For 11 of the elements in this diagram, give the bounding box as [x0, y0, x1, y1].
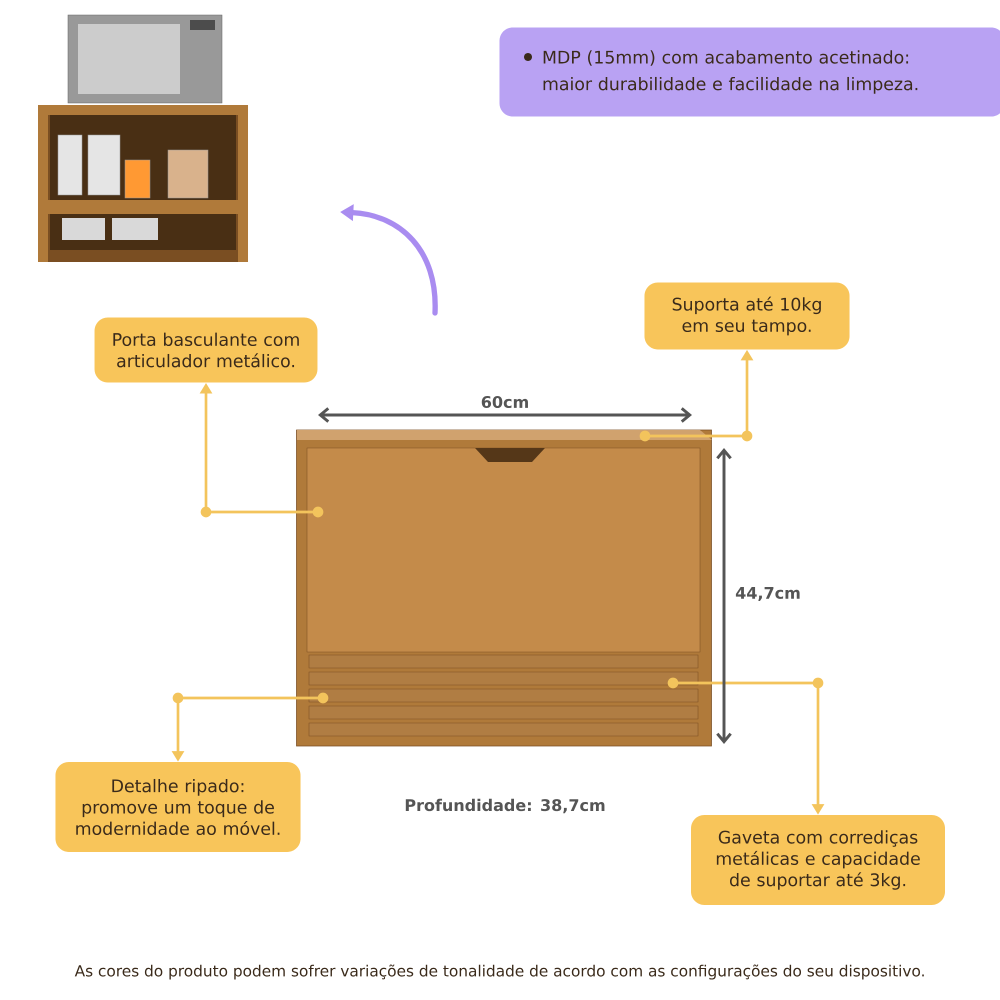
callout-box: Porta basculante com articulador metálico. [94, 317, 318, 383]
dim-label: 60cm [482, 396, 528, 408]
dim-label: Profundidade: 38,7cm [406, 798, 604, 814]
callout-box: Gaveta com corrediças metálicas e capacidade de suportar até 3kg. [691, 815, 945, 906]
footnote: As cores do produto podem sofrer variações de tonalidade de acordo com as configurações do seu dispositivo. [74, 964, 924, 980]
cabinet-photo-drawing [38, 14, 248, 262]
note-box: MDP (15mm) com acabamento acetinado: maior durabilidade e facilidade na limpeza. [499, 27, 1000, 117]
cabinet-drawing [296, 430, 712, 746]
callout-box: Suporta até 10kg em seu tampo. [644, 282, 850, 350]
callout-box: Detalhe ripado: promove um toque de modernidade ao móvel. [55, 762, 301, 852]
dim-label: 44,7cm [736, 587, 800, 601]
